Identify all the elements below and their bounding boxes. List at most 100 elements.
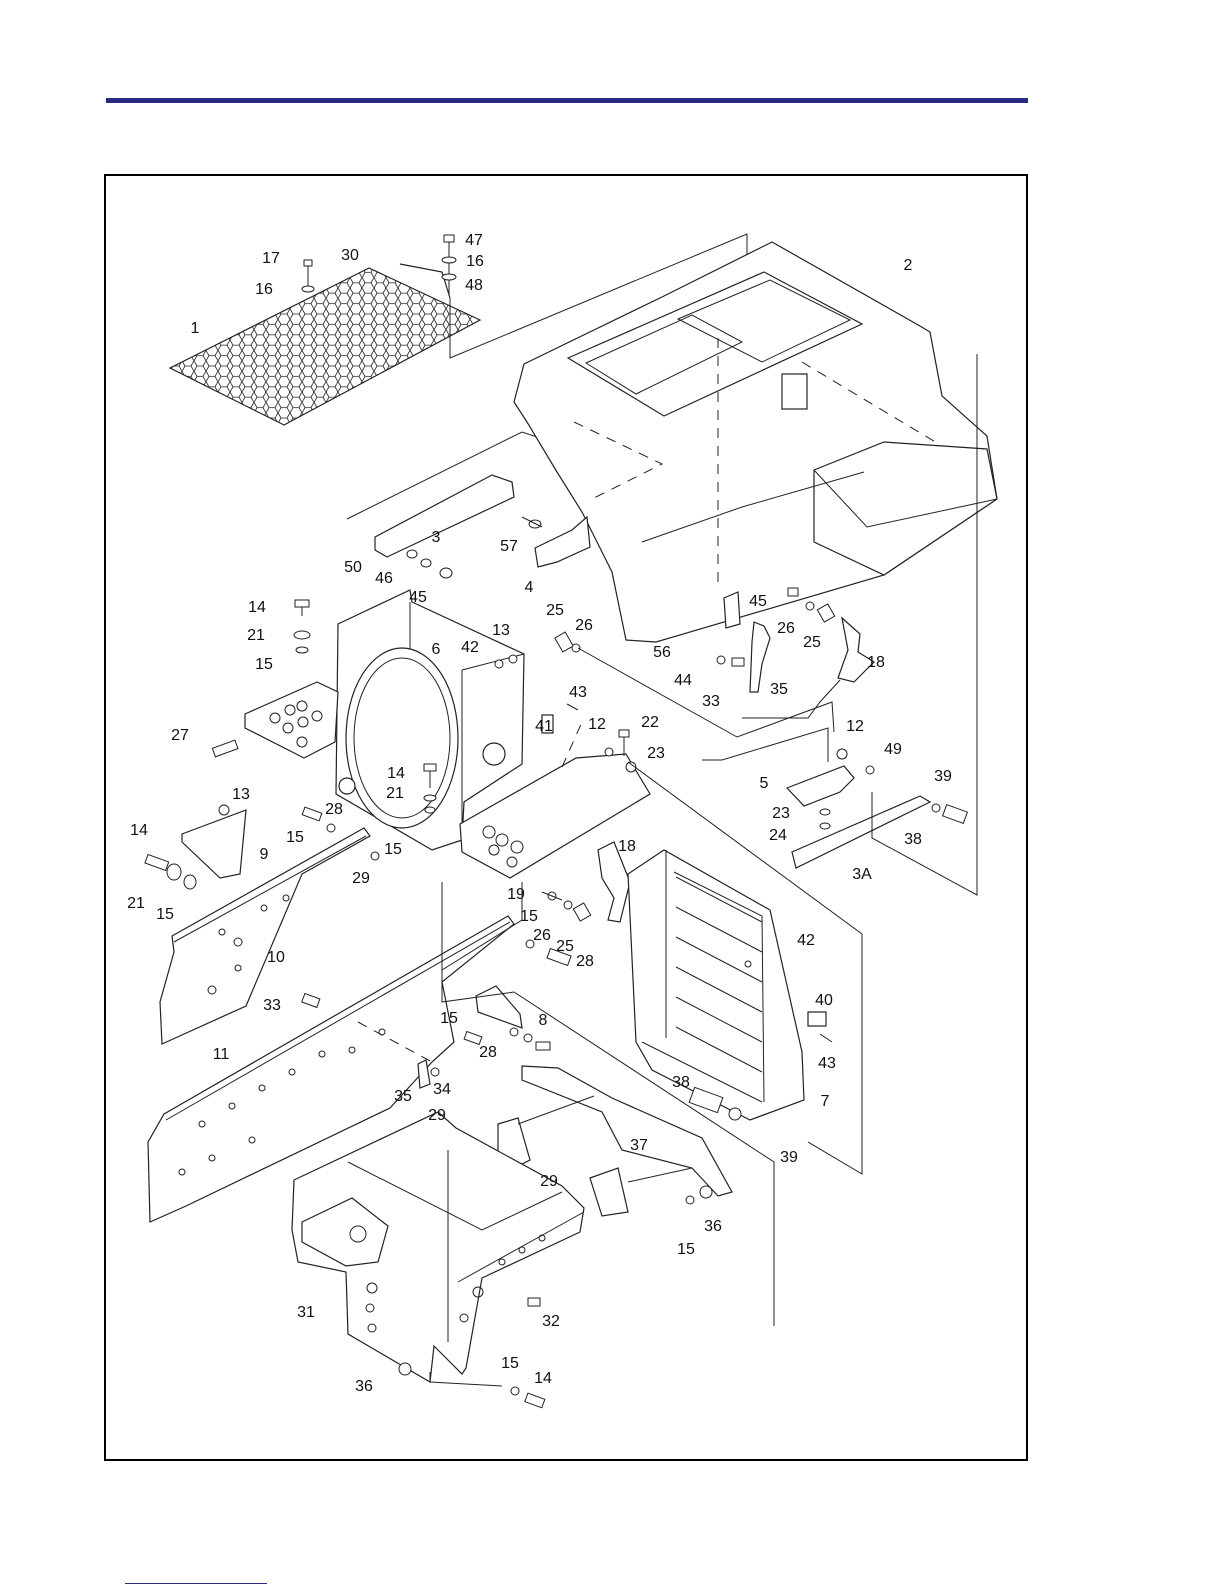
- callout-4: 4: [525, 579, 534, 596]
- callout-15: 15: [501, 1355, 519, 1372]
- part-1-mesh-screen: [170, 268, 480, 425]
- callout-39: 39: [934, 768, 952, 785]
- callout-25: 25: [546, 602, 564, 619]
- part-57-bolt: [522, 517, 542, 528]
- callout-13: 13: [232, 786, 250, 803]
- callout-10: 10: [267, 949, 285, 966]
- callout-33: 33: [702, 693, 720, 710]
- callout-23: 23: [772, 805, 790, 822]
- callout-21: 21: [127, 895, 145, 912]
- callout-40: 40: [815, 992, 833, 1009]
- callout-14: 14: [248, 599, 266, 616]
- callout-23: 23: [647, 745, 665, 762]
- callout-24: 24: [769, 827, 787, 844]
- callout-15: 15: [440, 1010, 458, 1027]
- callout-36: 36: [704, 1218, 722, 1235]
- callout-15: 15: [520, 908, 538, 925]
- callout-18: 18: [867, 654, 885, 671]
- part-33-bolt-lower: [302, 994, 320, 1008]
- part-25-spacer-upper: [555, 632, 580, 652]
- callout-26: 26: [533, 927, 551, 944]
- callout-26: 26: [777, 620, 795, 637]
- callout-28: 28: [479, 1044, 497, 1061]
- callout-19: 19: [507, 886, 525, 903]
- callout-42: 42: [461, 639, 479, 656]
- callout-15: 15: [255, 656, 273, 673]
- callout-15: 15: [156, 906, 174, 923]
- part-34-nut: [431, 1068, 439, 1076]
- callout-15: 15: [286, 829, 304, 846]
- callout-43: 43: [569, 684, 587, 701]
- callout-36: 36: [355, 1378, 373, 1395]
- callout-43: 43: [818, 1055, 836, 1072]
- callout-15: 15: [384, 841, 402, 858]
- callout-25: 25: [803, 634, 821, 651]
- callout-12: 12: [846, 718, 864, 735]
- part-19-26-25-hardware: [542, 892, 591, 921]
- callout-17: 17: [262, 250, 280, 267]
- part-13-nut-upper: [509, 655, 517, 663]
- callout-35: 35: [394, 1088, 412, 1105]
- callout-31: 31: [297, 1304, 315, 1321]
- header-rule: [106, 98, 1028, 103]
- callout-32: 32: [542, 1313, 560, 1330]
- part-9-bracket: [182, 810, 246, 878]
- callout-38: 38: [904, 831, 922, 848]
- part-3-bracket: [375, 475, 514, 557]
- callout-13: 13: [492, 622, 510, 639]
- part-4-bracket: [535, 517, 590, 567]
- callout-47: 47: [465, 232, 483, 249]
- part-27-bolt: [212, 740, 238, 757]
- left-mount-plate: [245, 682, 338, 758]
- callout-15: 15: [677, 1241, 695, 1258]
- callout-56: 56: [653, 644, 671, 661]
- part-14-bolt-left: [145, 854, 196, 889]
- callout-38: 38: [672, 1074, 690, 1091]
- part-56-bracket: [724, 592, 740, 628]
- callout-44: 44: [674, 672, 692, 689]
- callout-11: 11: [213, 1046, 230, 1063]
- callout-5: 5: [760, 775, 769, 792]
- callout-57: 57: [500, 538, 518, 555]
- callout-41: 41: [535, 718, 553, 735]
- callout-3A: 3A: [852, 866, 872, 883]
- callout-14: 14: [130, 822, 148, 839]
- part-15-14-bottom: [511, 1387, 545, 1408]
- callout-29: 29: [352, 870, 370, 887]
- callout-48: 48: [465, 277, 483, 294]
- callout-34: 34: [433, 1081, 451, 1098]
- callout-25: 25: [556, 938, 574, 955]
- callout-14: 14: [387, 765, 405, 782]
- part-42-nut: [495, 660, 503, 668]
- callout-21: 21: [386, 785, 404, 802]
- part-38-39-bolt-right: [932, 804, 967, 823]
- part-7-radiator-frame: [628, 850, 804, 1120]
- callout-35: 35: [770, 681, 788, 698]
- part-40-block: [808, 1012, 826, 1026]
- callout-45: 45: [749, 593, 767, 610]
- callout-6: 6: [432, 641, 441, 658]
- part-43-screw-lower: [820, 1034, 832, 1042]
- part-18-bracket-upper: [838, 618, 874, 682]
- callout-37: 37: [630, 1137, 648, 1154]
- callout-1: 1: [191, 320, 200, 337]
- callout-3: 3: [432, 529, 441, 546]
- callout-42: 42: [797, 932, 815, 949]
- callout-8: 8: [539, 1012, 548, 1029]
- callout-22: 22: [641, 714, 659, 731]
- part-17-bolt: [302, 260, 314, 292]
- part-32-bolt: [528, 1298, 540, 1306]
- callout-14: 14: [534, 1370, 552, 1387]
- part-35-clip: [750, 622, 770, 692]
- part-5-bracket: [787, 766, 854, 806]
- callout-28: 28: [325, 801, 343, 818]
- callout-29: 29: [540, 1173, 558, 1190]
- callout-29: 29: [428, 1107, 446, 1124]
- part-15-36-hardware: [686, 1186, 712, 1204]
- callout-2: 2: [904, 257, 913, 274]
- part-13-nut: [219, 805, 229, 815]
- part-31-bottom-frame: [292, 1112, 584, 1382]
- callout-50: 50: [344, 559, 362, 576]
- callout-12: 12: [588, 716, 606, 733]
